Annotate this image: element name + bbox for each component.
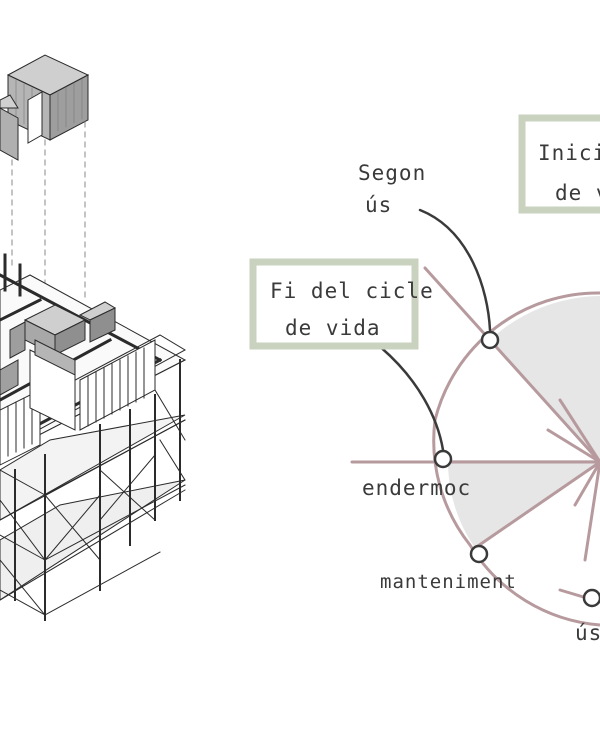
label-fi-cicle: Fi del cicle [270, 279, 434, 303]
label-manteniment: manteniment [380, 571, 517, 593]
inici-box [518, 114, 600, 214]
label-endermoc: endermoc [362, 476, 471, 500]
node-segon-us [480, 330, 500, 350]
node-endermoc [433, 449, 453, 469]
isometric-building-structure-icon [0, 54, 187, 621]
label-us: ús [365, 193, 392, 217]
label-de-vida: de vida [285, 316, 381, 340]
projection-lines [11, 121, 86, 306]
wall-panels [0, 339, 156, 466]
radial-spokes [350, 266, 600, 604]
label-segon: Segon [358, 161, 426, 185]
leader-segon-us [418, 208, 492, 332]
lifecycle-nodes [433, 330, 600, 608]
fi-cicle-box [249, 258, 419, 350]
leader-fi-cicle [376, 343, 445, 452]
lifecycle-circle-diagram-icon: Inici de v Fi del cicle de vida Segon ús… [249, 114, 600, 645]
floating-module-top [6, 54, 90, 144]
diagonal-bracing [0, 389, 186, 616]
leader-lines [376, 208, 492, 452]
label-us-partial: ús [575, 621, 600, 645]
node-manteniment [469, 544, 489, 564]
shaded-wedge-lower [447, 460, 600, 548]
label-inici: Inici [538, 141, 600, 165]
node-us [582, 588, 600, 608]
floating-module-left [0, 94, 19, 161]
label-inici-vida: de v [555, 181, 600, 205]
grey-modules [0, 301, 117, 396]
